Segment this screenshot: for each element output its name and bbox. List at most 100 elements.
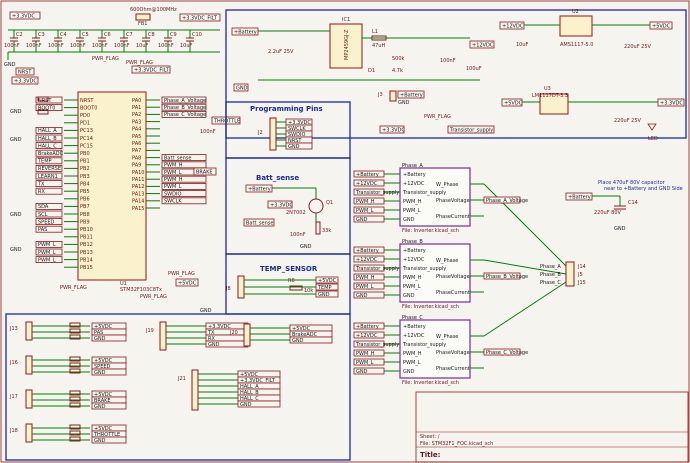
svg-text:J3: J3: [377, 92, 383, 98]
svg-text:U1: U1: [120, 281, 127, 287]
phase-input: PWM_L: [403, 284, 421, 290]
nrst-label: [15, 67, 35, 76]
mcu-net-left: RX: [38, 189, 45, 195]
connector-net: PAS: [94, 330, 103, 336]
phase-input: +Battery: [403, 248, 426, 254]
connector-net: +5VDC: [94, 426, 113, 432]
svg-text:600Ohm@100MHz: 600Ohm@100MHz: [130, 7, 177, 13]
svg-text:L1: L1: [372, 29, 378, 35]
phase-input: Transistor_supply: [402, 190, 446, 196]
phase-input: PWM_L: [403, 208, 421, 214]
svg-text:PWR_FLAG: PWR_FLAG: [424, 114, 451, 120]
svg-text:220uF 80V: 220uF 80V: [594, 210, 622, 216]
cap-ref: C2: [16, 32, 23, 38]
mcu-net-left: HALL_B: [38, 136, 57, 142]
mcu-pin-left: PC14: [80, 136, 93, 142]
phase-input-net: PWM_H: [356, 351, 375, 357]
mcu-pin-right: PA9: [132, 163, 141, 169]
phase-input-net: PWM_L: [356, 360, 374, 366]
svg-text:FB1: FB1: [138, 21, 148, 27]
connector-net: GND: [94, 336, 106, 342]
brake-label: [193, 167, 217, 176]
mcu-pin-left: PB1: [80, 159, 90, 165]
connector-net: +5VDC: [240, 372, 259, 378]
mcu-pin-left: NRST: [80, 98, 94, 104]
bulk-cap-note: Place 470uF 80V capacitor near to +Batte…: [565, 180, 683, 232]
phase-input-net: Transistor_supply: [355, 342, 399, 348]
phase-sheet: [399, 319, 471, 379]
svg-text:LM1117DT-3.3: LM1117DT-3.3: [532, 93, 568, 99]
connector-ref: J20: [229, 330, 238, 336]
phase-input-net: GND: [356, 217, 368, 223]
connector-body: [191, 369, 199, 411]
phase-output: W_Phase: [436, 334, 458, 340]
mcu-pin-right: PA6: [132, 141, 141, 147]
mcu-pin-right: PA2: [132, 112, 141, 118]
mcu-pin-right: PA5: [132, 134, 141, 140]
mcu-pin-left: PB6: [80, 197, 90, 203]
mcu-net-left: REVERSE: [38, 166, 61, 172]
svg-text:PWR_FLAG: PWR_FLAG: [168, 271, 195, 277]
mcu-pin-right: PA7: [132, 148, 141, 154]
svg-text:33k: 33k: [322, 228, 331, 234]
batt-sense: +Battery +3.3VDC Q1 2N7002 33k 100nF Bat…: [243, 184, 333, 250]
svg-text:PWR_FLAG: PWR_FLAG: [126, 60, 153, 66]
cap-value: 100nF: [70, 43, 86, 49]
svg-text:GND: GND: [236, 86, 248, 92]
phase-sheet: [399, 167, 471, 227]
svg-text:LED: LED: [648, 136, 658, 142]
phase-input: PWM_L: [403, 360, 421, 366]
svg-text:GND: GND: [4, 62, 16, 68]
mcu-net-left: SCL: [38, 212, 48, 218]
phase-input-net: GND: [356, 369, 368, 375]
net-5v-label: [175, 278, 199, 287]
mcu-net-left: TEMP: [37, 159, 52, 165]
phase-output: PhaseCurrent: [436, 290, 470, 296]
connector-net: GND: [94, 404, 106, 410]
cap-value: 100nF: [92, 43, 108, 49]
phase-output: W_Phase: [436, 258, 458, 264]
svg-text:+5VDC: +5VDC: [504, 101, 523, 107]
phase-conn-ref: J5: [577, 272, 583, 278]
prog-net: GND: [288, 144, 300, 150]
mcu-pin-left: PD0: [80, 113, 90, 119]
phase-input-net: +Battery: [356, 172, 379, 178]
svg-text:+12VDC: +12VDC: [502, 24, 524, 30]
connector-net: TX: [207, 330, 215, 336]
prog-net: NRST: [288, 138, 302, 144]
connector-net: +3.3VDC: [208, 324, 231, 330]
svg-text:STM32F103C8Tx: STM32F103C8Tx: [120, 287, 162, 293]
connector-net: +5VDC: [292, 326, 311, 332]
connector-ref: J16: [9, 360, 18, 366]
cap-ref: C8: [148, 32, 155, 38]
connector-net: RX: [208, 336, 215, 342]
phase-input: Transistor_supply: [402, 266, 446, 272]
net-3v3-label: [9, 11, 41, 20]
mcu-pin-left: PC15: [80, 143, 93, 149]
svg-text:100uF: 100uF: [466, 66, 482, 72]
cap-value: 100nF: [114, 43, 130, 49]
prog-net: SWDIO: [288, 132, 305, 138]
mcu-pin-left: PB10: [80, 227, 93, 233]
svg-text:U2: U2: [572, 9, 579, 15]
phase-sheet: [399, 243, 471, 303]
connector-ref: J13: [9, 326, 18, 332]
svg-text:Q1: Q1: [326, 200, 333, 206]
mcu-net-left: TX: [37, 181, 45, 187]
prog-net: SWCLK: [288, 126, 306, 132]
mcu-net-left: BOOT0: [38, 105, 55, 111]
bottom-mid-connectors: J19+3.3VDCTXRXGNDJ20+5VDCBrakeADCGNDJ21+…: [145, 321, 333, 411]
mcu-pin-right: PA14: [132, 199, 144, 205]
mosfet-q1: [308, 198, 324, 214]
cap-value: 100nF: [158, 43, 174, 49]
mcu-pin-right: PA1: [132, 105, 141, 111]
svg-text:AMS1117-5.0: AMS1117-5.0: [560, 42, 593, 48]
svg-text:4.7k: 4.7k: [392, 68, 403, 74]
phase-title: Phase_A: [402, 163, 423, 169]
svg-text:220uF 25V: 220uF 25V: [614, 118, 642, 124]
svg-text:NRST: NRST: [18, 70, 32, 76]
phase-title: Phase_B: [402, 239, 423, 245]
svg-text:D1: D1: [368, 68, 375, 74]
svg-text:BRAKE: BRAKE: [196, 170, 213, 176]
